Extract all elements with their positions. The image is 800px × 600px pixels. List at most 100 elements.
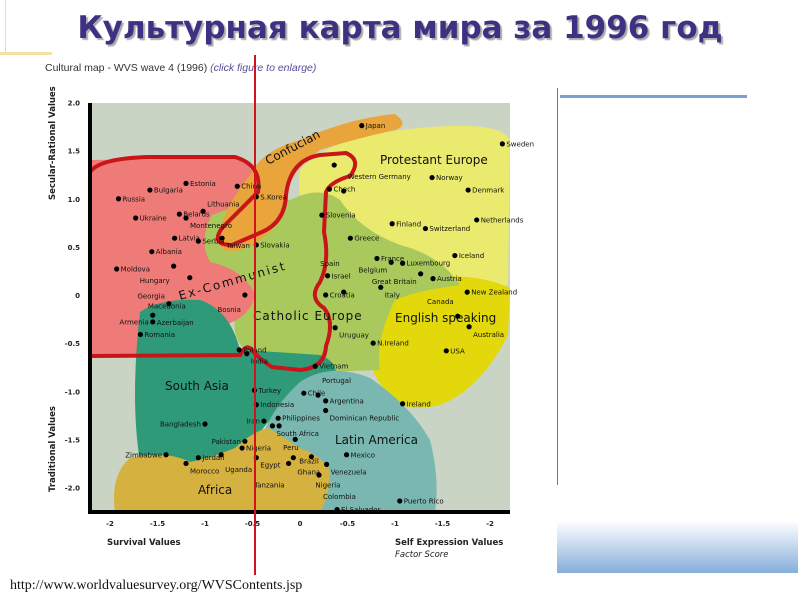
point-label: S.Korea xyxy=(260,193,287,201)
x-tick-label: -1.5 xyxy=(435,520,450,528)
point-label: Australia xyxy=(473,331,504,339)
data-point xyxy=(242,292,248,298)
point-label: Western Germany xyxy=(348,173,411,181)
point-label: India xyxy=(251,358,268,366)
y-tick-label: -0.5 xyxy=(65,340,80,348)
point-label: Dominican Republic xyxy=(330,415,400,423)
region-label-latin-america: Latin America xyxy=(335,433,418,447)
point-label: Lithuania xyxy=(207,200,239,208)
point-label: Egypt xyxy=(260,462,280,470)
point-label: Serbia xyxy=(202,238,224,246)
caption-text: Cultural map - WVS wave 4 (1996) xyxy=(45,62,208,74)
enlarge-link[interactable]: (click figure to enlarge) xyxy=(210,62,317,74)
source-url[interactable]: http://www.worldvaluesurvey.org/WVSConte… xyxy=(10,578,303,593)
x-axis-label-right: Self Expression Values xyxy=(395,538,503,548)
y-tick-label: -1.0 xyxy=(65,388,80,396)
region-confucian xyxy=(218,114,403,252)
region-label-protestant-europe: Protestant Europe xyxy=(380,153,488,167)
region-label-south-asia: South Asia xyxy=(165,379,229,393)
corner-decoration xyxy=(0,0,6,52)
data-point xyxy=(114,266,120,272)
point-label: Bulgaria xyxy=(154,187,183,195)
point-label: France xyxy=(381,255,404,263)
data-point xyxy=(183,180,189,186)
point-label: Croatia xyxy=(330,292,355,300)
y-axis-label-bottom: Traditional Values xyxy=(48,406,58,492)
data-point xyxy=(400,401,406,407)
point-label: China xyxy=(241,183,261,191)
point-label: Netherlands xyxy=(481,216,524,224)
data-point xyxy=(316,472,322,478)
point-label: Spain xyxy=(320,260,340,268)
region-latin-america xyxy=(265,370,437,512)
data-point xyxy=(326,186,333,192)
point-label: Great Britain xyxy=(372,278,417,286)
data-point xyxy=(200,208,206,214)
data-point xyxy=(171,263,177,269)
point-label: Luxembourg xyxy=(407,260,451,268)
data-point xyxy=(187,275,193,281)
point-label: N.Ireland xyxy=(377,340,409,348)
data-point xyxy=(166,301,172,307)
point-label: Slovenia xyxy=(326,212,356,220)
data-point xyxy=(150,319,156,325)
data-point xyxy=(183,460,189,467)
data-point xyxy=(163,452,169,458)
x-tick-label: -2 xyxy=(486,520,494,528)
data-point xyxy=(301,390,307,396)
ex-communist-border xyxy=(88,150,358,373)
point-label: Uruguay xyxy=(339,332,369,340)
x-axis-unit: Factor Score xyxy=(395,550,449,560)
data-point xyxy=(378,284,384,290)
data-point xyxy=(115,196,122,202)
data-point xyxy=(239,445,245,451)
y-tick-label: 1.5 xyxy=(68,148,81,156)
y-axis-line xyxy=(88,103,92,514)
data-point xyxy=(341,188,347,194)
region-label-english-speaking: English speaking xyxy=(395,311,496,325)
point-label: Peru xyxy=(283,444,299,452)
data-point xyxy=(332,325,338,331)
point-label: Belgium xyxy=(358,266,387,274)
data-point xyxy=(183,215,189,221)
point-label: Slovakia xyxy=(260,241,289,249)
data-point xyxy=(374,255,380,262)
data-point xyxy=(343,452,350,458)
point-label: Puerto Rico xyxy=(404,497,444,505)
data-point xyxy=(195,238,201,244)
x-tick-label: -1.5 xyxy=(150,520,165,528)
region-south-asia xyxy=(135,299,336,482)
point-label: Montenegro xyxy=(190,222,232,230)
data-point xyxy=(290,455,296,461)
point-label: Nigeria xyxy=(246,445,271,453)
data-point xyxy=(202,421,208,427)
point-label: Bangladesh xyxy=(160,420,201,428)
point-label: Uganda xyxy=(225,466,252,474)
point-label: Estonia xyxy=(190,180,216,188)
map-caption: Cultural map - WVS wave 4 (1996) (click … xyxy=(45,62,316,74)
y-tick-label: 2.0 xyxy=(68,100,81,108)
point-label: Iran xyxy=(246,418,260,426)
data-point xyxy=(452,252,458,259)
data-point xyxy=(242,438,248,444)
point-label: Sweden xyxy=(506,140,534,148)
point-label: Taiwan xyxy=(225,242,250,250)
point-label: Turkey xyxy=(257,387,281,395)
point-label: New Zealand xyxy=(471,289,517,297)
data-point xyxy=(149,249,155,255)
x-axis-label-left: Survival Values xyxy=(107,538,181,548)
region-africa xyxy=(114,428,330,512)
point-label: Venezuela xyxy=(331,468,367,476)
data-point xyxy=(389,221,395,227)
data-point xyxy=(218,452,224,458)
point-label: Nigeria xyxy=(315,482,340,490)
point-label: Moldova xyxy=(121,266,150,274)
point-label: Switzerland xyxy=(429,225,470,233)
data-point xyxy=(308,454,314,460)
point-label: Denmark xyxy=(472,187,505,195)
data-point xyxy=(418,271,424,277)
data-point xyxy=(370,340,376,346)
data-point xyxy=(422,225,428,232)
decor-vertical-line xyxy=(557,88,558,485)
